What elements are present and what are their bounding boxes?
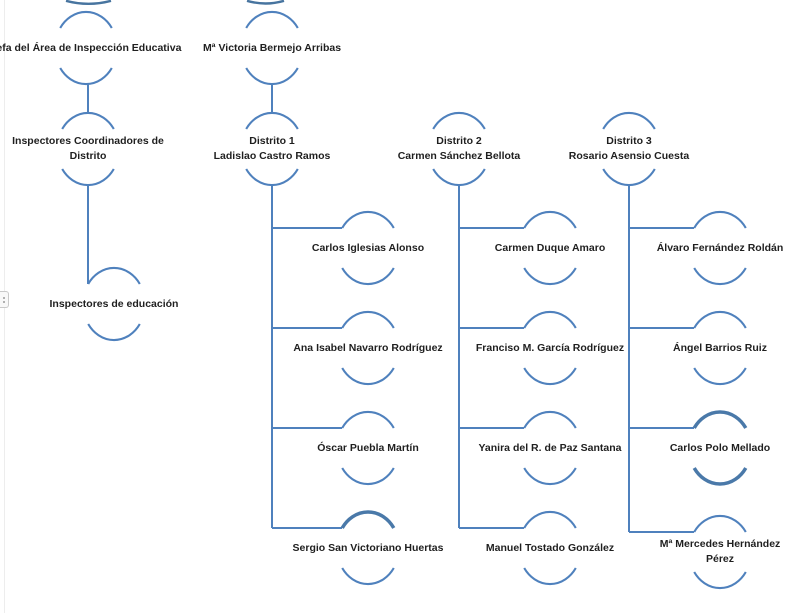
org-node-carmen-duque[interactable]: Carmen Duque Amaro: [450, 210, 650, 286]
node-ellipse-arcs: [341, 210, 395, 286]
node-ellipse-arcs: [523, 310, 577, 386]
org-node-franciso-garcia[interactable]: Franciso M. García Rodríguez: [450, 310, 650, 386]
node-text: Distrito 2: [436, 135, 482, 147]
node-label: Álvaro Fernández Roldán: [620, 227, 793, 269]
node-text: Sergio San Victoriano Huertas: [292, 541, 444, 554]
node-text: Inspectores de educación: [49, 297, 179, 310]
node-label: Inspectores Coordinadores de Distrito: [0, 128, 188, 170]
node-text: Distrito 3: [606, 135, 652, 147]
node-label: Yanira del R. de Paz Santana: [450, 427, 650, 469]
node-ellipse-arcs: [523, 510, 577, 586]
org-node-alvaro-fernandez[interactable]: Álvaro Fernández Roldán: [620, 210, 793, 286]
node-label: Distrito 3 Rosario Asensio Cuesta: [529, 128, 729, 170]
node-ellipse-arcs: [87, 266, 141, 342]
node-text: Óscar Puebla Martín: [317, 441, 419, 454]
org-node-inspectores-coordinadores[interactable]: Inspectores Coordinadores de Distrito: [0, 111, 188, 187]
org-node-yanira-paz[interactable]: Yanira del R. de Paz Santana: [450, 410, 650, 486]
node-label: Mª Mercedes Hernández Pérez: [620, 531, 793, 573]
node-text: Rosario Asensio Cuesta: [568, 150, 690, 162]
node-ellipse-arcs: [341, 410, 395, 486]
node-text: Mª Victoria Bermejo Arribas: [202, 41, 342, 54]
node-label: Carmen Duque Amaro: [450, 227, 650, 269]
org-node-distrito-2[interactable]: Distrito 2 Carmen Sánchez Bellota: [359, 111, 559, 187]
org-node-distrito-1[interactable]: Distrito 1 Ladislao Castro Ramos: [172, 111, 372, 187]
node-label: Distrito 2 Carmen Sánchez Bellota: [359, 128, 559, 170]
clipped-ellipse-tip-right: [246, 0, 285, 5]
node-label: Sergio San Victoriano Huertas: [268, 527, 468, 569]
org-node-ana-navarro[interactable]: Ana Isabel Navarro Rodríguez: [268, 310, 468, 386]
node-label: Franciso M. García Rodríguez: [450, 327, 650, 369]
node-ellipse-arcs: [523, 210, 577, 286]
pane-splitter-handle[interactable]: [0, 291, 9, 308]
node-text: Mª Mercedes Hernández: [659, 538, 781, 550]
node-ellipse-arcs: [432, 111, 486, 187]
node-text: Ángel Barrios Ruiz: [673, 341, 767, 354]
node-label: Jefa del Área de Inspección Educativa: [0, 27, 186, 69]
node-label: Distrito 1 Ladislao Castro Ramos: [172, 128, 372, 170]
node-label: Mª Victoria Bermejo Arribas: [172, 27, 372, 69]
org-node-carlos-iglesias[interactable]: Carlos Iglesias Alonso: [268, 210, 468, 286]
node-ellipse-arcs: [245, 111, 299, 187]
org-node-mercedes-hernandez[interactable]: Mª Mercedes Hernández Pérez: [620, 514, 793, 590]
org-node-distrito-3[interactable]: Distrito 3 Rosario Asensio Cuesta: [529, 111, 729, 187]
node-label: Carlos Iglesias Alonso: [268, 227, 468, 269]
node-ellipse-arcs: [693, 210, 747, 286]
node-text: Carmen Sánchez Bellota: [397, 150, 521, 162]
node-text: Distrito 1: [249, 135, 295, 147]
node-ellipse-arcs: [693, 514, 747, 590]
org-node-victoria-bermejo[interactable]: Mª Victoria Bermejo Arribas: [172, 10, 372, 86]
node-text: Distrito: [69, 150, 107, 162]
node-text: Ana Isabel Navarro Rodríguez: [293, 341, 443, 354]
node-text: Inspectores Coordinadores de: [12, 135, 164, 147]
node-label: Carlos Polo Mellado: [620, 427, 793, 469]
node-ellipse-arcs: [340, 510, 396, 586]
org-node-oscar-puebla[interactable]: Óscar Puebla Martín: [268, 410, 468, 486]
node-text: Pérez: [705, 553, 735, 565]
node-ellipse-arcs: [693, 310, 747, 386]
node-text: Franciso M. García Rodríguez: [475, 341, 625, 354]
node-ellipse-arcs: [602, 111, 656, 187]
node-label: Inspectores de educación: [14, 283, 214, 325]
node-text: Yanira del R. de Paz Santana: [478, 441, 622, 454]
node-text: Carlos Iglesias Alonso: [311, 241, 425, 254]
node-text: Jefa del Área de Inspección Educativa: [0, 41, 182, 54]
node-ellipse-arcs: [523, 410, 577, 486]
node-text: Manuel Tostado González: [485, 541, 615, 554]
node-text: Carmen Duque Amaro: [494, 241, 606, 254]
node-label: Óscar Puebla Martín: [268, 427, 468, 469]
node-text: Carlos Polo Mellado: [669, 441, 771, 454]
node-ellipse-arcs: [245, 10, 299, 86]
node-label: Ángel Barrios Ruiz: [620, 327, 793, 369]
org-node-angel-barrios[interactable]: Ángel Barrios Ruiz: [620, 310, 793, 386]
node-ellipse-arcs: [59, 10, 113, 86]
node-label: Ana Isabel Navarro Rodríguez: [268, 327, 468, 369]
org-node-inspectores-educacion[interactable]: Inspectores de educación: [14, 266, 214, 342]
org-node-jefa-area[interactable]: Jefa del Área de Inspección Educativa: [0, 10, 186, 86]
org-node-sergio-san-victoriano[interactable]: Sergio San Victoriano Huertas: [268, 510, 468, 586]
node-label: Manuel Tostado González: [450, 527, 650, 569]
node-ellipse-arcs: [341, 310, 395, 386]
node-ellipse-arcs: [692, 410, 748, 486]
node-ellipse-arcs: [61, 111, 115, 187]
clipped-ellipse-tip-left: [65, 0, 112, 5]
node-text: Ladislao Castro Ramos: [213, 150, 331, 162]
org-node-carlos-polo[interactable]: Carlos Polo Mellado: [620, 410, 793, 486]
org-node-manuel-tostado[interactable]: Manuel Tostado González: [450, 510, 650, 586]
splitter-grip-icon: [3, 297, 5, 299]
node-text: Álvaro Fernández Roldán: [656, 241, 784, 254]
